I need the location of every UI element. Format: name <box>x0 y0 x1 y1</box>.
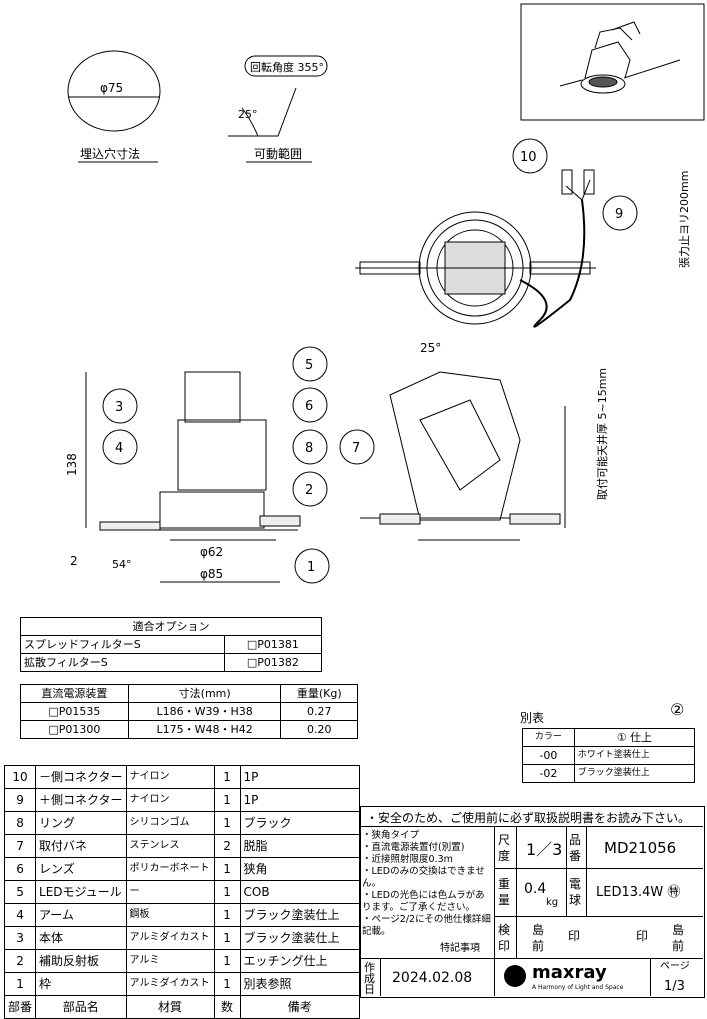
brand-name: maxray <box>532 962 607 983</box>
dia62: φ62 <box>200 545 223 559</box>
svg-text:2: 2 <box>305 483 313 498</box>
page-value: 1/3 <box>664 979 685 994</box>
table-row: 拡散フィルターS□P01382 <box>20 653 323 672</box>
flange-dim: 2 <box>70 554 78 568</box>
notes-title: 特記事項 <box>440 943 480 954</box>
color-table: カラー ① 仕上 -00 ホワイト塗装仕上 -02 ブラック塗装仕上 <box>522 728 696 783</box>
svg-text:5: 5 <box>305 358 313 373</box>
tilt-angle-side: 25° <box>420 341 441 355</box>
table-row: -00 ホワイト塗装仕上 <box>522 746 696 765</box>
svg-text:10: 10 <box>520 150 537 165</box>
colors-title: 別表 <box>520 711 545 725</box>
product-label: 品番 <box>569 833 582 863</box>
brand-sub: A Harmony of Light and Space <box>532 984 624 991</box>
date-value: 2024.02.08 <box>392 970 473 986</box>
options-header: 適合オプション <box>20 617 322 636</box>
svg-text:4: 4 <box>115 441 123 456</box>
sheet-number: ② <box>670 700 685 719</box>
lamp-value: LED13.4W ㊕ <box>596 885 681 900</box>
side-view-right <box>360 371 566 541</box>
svg-text:8: 8 <box>305 441 313 456</box>
table-row: -02 ブラック塗装仕上 <box>522 764 696 783</box>
scale-label: 尺度 <box>498 833 511 863</box>
hole-dia: φ75 <box>100 81 123 95</box>
date-label: 作成日 <box>364 961 375 996</box>
stamp-1: 島 前 <box>532 923 545 953</box>
perspective-frame <box>520 3 705 121</box>
table-row: □P01535 L186・W39・H38 0.27 <box>20 702 358 721</box>
range-label: 可動範囲 <box>254 146 302 161</box>
special-notes: ・狭角タイプ ・直流電源装置付(別置) ・近接照射限度0.3m ・LEDのみの交… <box>362 830 491 937</box>
ceiling-thickness: 取付可能天井厚 5~15mm <box>595 368 609 500</box>
tilt-angle: 25° <box>238 108 258 121</box>
technical-drawing: φ75 埋込穴寸法 回転角度 355° 25° 可動範囲 138 2 54° φ… <box>65 3 705 584</box>
stamp-mark-1: 印 <box>568 929 581 943</box>
brand-logo-icon <box>504 965 526 987</box>
dia85: φ85 <box>200 567 223 581</box>
title-block <box>360 806 705 998</box>
table-row: スプレッドフィルターS□P01381 <box>20 635 323 654</box>
page-label: ページ <box>660 961 690 972</box>
parts-header: 部番 部品名 材質 数 備考 <box>3 995 361 1019</box>
stamp-2: 島 前 <box>672 923 685 953</box>
hole-circle <box>67 50 161 132</box>
inspect-label: 検印 <box>498 923 511 953</box>
hole-label: 埋込穴寸法 <box>80 146 140 161</box>
rotation-label: 回転角度 355° <box>250 60 324 74</box>
weight-label: 重量 <box>498 877 511 907</box>
cable-length: 張力止ヨリ200mm <box>678 171 691 268</box>
svg-text:1: 1 <box>307 560 315 575</box>
perspective-view <box>559 21 681 94</box>
height-dim: 138 <box>65 453 79 476</box>
svg-text:9: 9 <box>615 207 623 222</box>
power-table: 直流電源装置 寸法(mm) 重量(Kg) □P01535 L186・W39・H3… <box>20 684 358 739</box>
product-number: MD21056 <box>604 839 677 857</box>
weight-unit: kg <box>546 897 559 908</box>
options-table: 適合オプション スプレッドフィルターS□P01381 拡散フィルターS□P013… <box>20 617 323 672</box>
svg-text:6: 6 <box>305 399 313 414</box>
side-view-left <box>85 371 301 583</box>
svg-text:3: 3 <box>115 400 123 415</box>
angle54: 54° <box>112 558 132 571</box>
weight-value: 0.4 <box>524 881 547 897</box>
top-view <box>355 169 596 328</box>
callouts: 3 4 5 6 8 2 1 7 10 9 <box>102 138 638 584</box>
table-row: □P01300 L175・W48・H42 0.20 <box>20 720 358 739</box>
stamp-mark-2: 印 <box>636 929 649 943</box>
lamp-label: 電球 <box>569 877 582 907</box>
scale-value: 1／3 <box>526 840 563 859</box>
safety-note: ・安全のため、ご使用前に必ず取扱説明書をお読み下さい。 <box>366 811 691 825</box>
svg-text:7: 7 <box>352 441 360 456</box>
